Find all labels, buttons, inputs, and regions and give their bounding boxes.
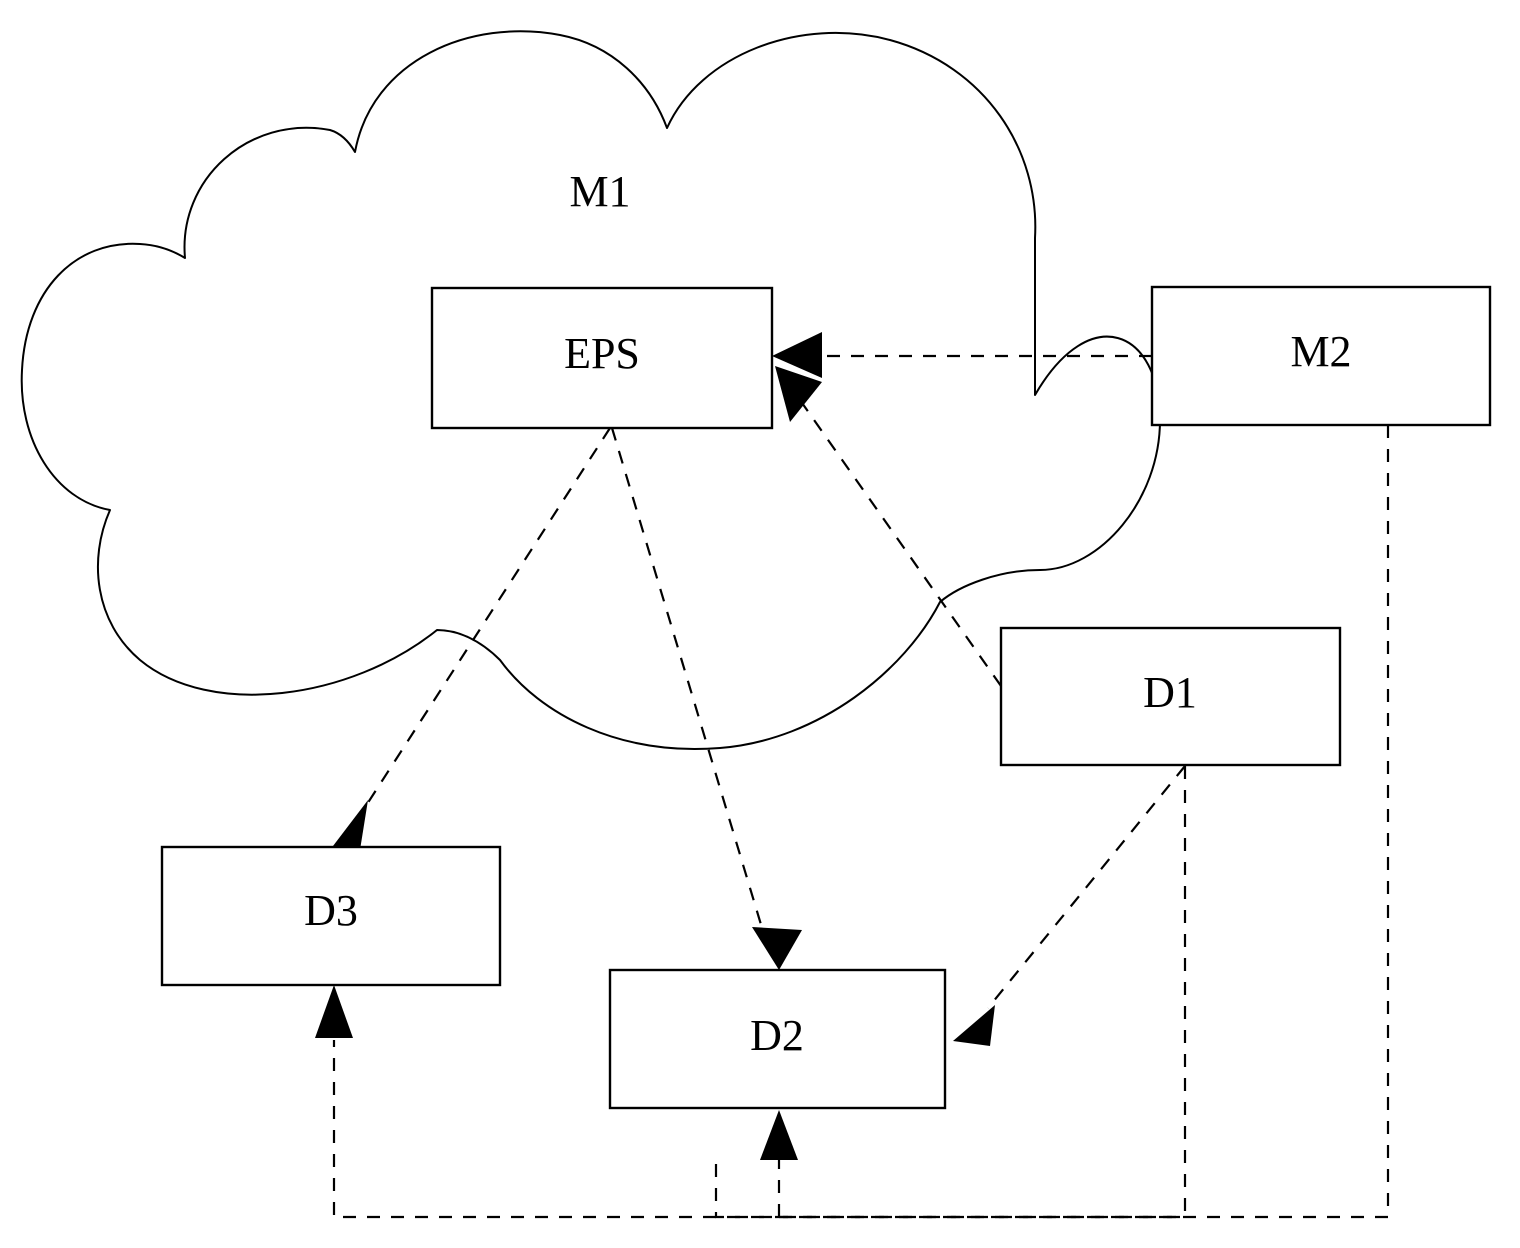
connection-line-eps-d2 [610, 427, 767, 939]
arrow-head-m2-to-eps [772, 332, 822, 378]
connection-line-d1-d2 [987, 765, 1186, 1009]
network-cloud-m1: M1 [20, 30, 1161, 750]
node-label-d2: D2 [750, 1011, 804, 1060]
node-label-eps: EPS [564, 329, 640, 378]
node-d1[interactable]: D1 [999, 626, 1342, 767]
arrow-head-to-d2-bottom [760, 1110, 798, 1160]
node-d2[interactable]: D2 [608, 968, 947, 1110]
connection-eps-to-d2 [610, 427, 802, 970]
node-m2[interactable]: M2 [1150, 285, 1492, 427]
connection-line-m2-d3-bottom [332, 425, 1390, 1219]
node-box-d1[interactable] [999, 626, 1342, 767]
arrow-head-d1-to-eps [775, 366, 822, 422]
node-label-d1: D1 [1143, 668, 1197, 717]
node-label-d3: D3 [304, 886, 358, 935]
node-box-d2[interactable] [608, 968, 947, 1110]
cloud-label-m1: M1 [569, 167, 630, 216]
connection-line-d1-eps [799, 399, 1002, 687]
connection-d1-to-eps [775, 366, 1002, 687]
connection-m2-to-d3-bottom [315, 425, 1390, 1219]
connection-line-d1-d2-bottom [714, 766, 1187, 1219]
arrow-head-eps-to-d2 [752, 927, 802, 970]
connection-d1-to-d2 [953, 765, 1186, 1046]
node-box-m2[interactable] [1150, 285, 1492, 427]
node-box-d3[interactable] [160, 845, 502, 987]
node-box-eps[interactable] [430, 286, 774, 430]
arrow-head-eps-to-d3 [333, 800, 368, 850]
arrow-head-d1-to-d2 [953, 1005, 995, 1046]
node-label-m2: M2 [1290, 327, 1351, 376]
arrow-head-to-d3-bottom [315, 985, 353, 1038]
cloud-outline [20, 30, 1161, 750]
node-eps[interactable]: EPS [430, 286, 774, 430]
connection-m2-to-eps [772, 332, 1152, 378]
connection-eps-to-d3 [333, 427, 611, 850]
connection-line-eps-d3 [359, 427, 611, 816]
node-d3[interactable]: D3 [160, 845, 502, 987]
